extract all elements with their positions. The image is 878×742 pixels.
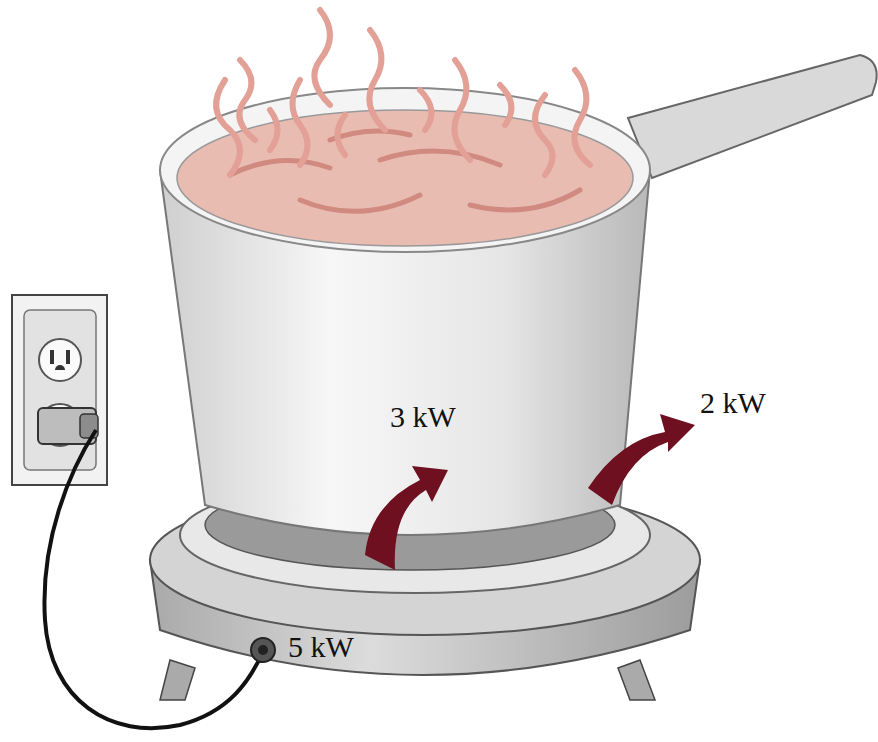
heat-arrows [365,414,695,570]
wall-outlet [12,295,107,485]
steam [216,10,590,175]
heat-to-pot-label: 3 kW [390,402,456,432]
saucepan [160,55,877,535]
heat-loss-label: 2 kW [700,388,766,418]
power-input-label: 5 kW [288,632,354,662]
